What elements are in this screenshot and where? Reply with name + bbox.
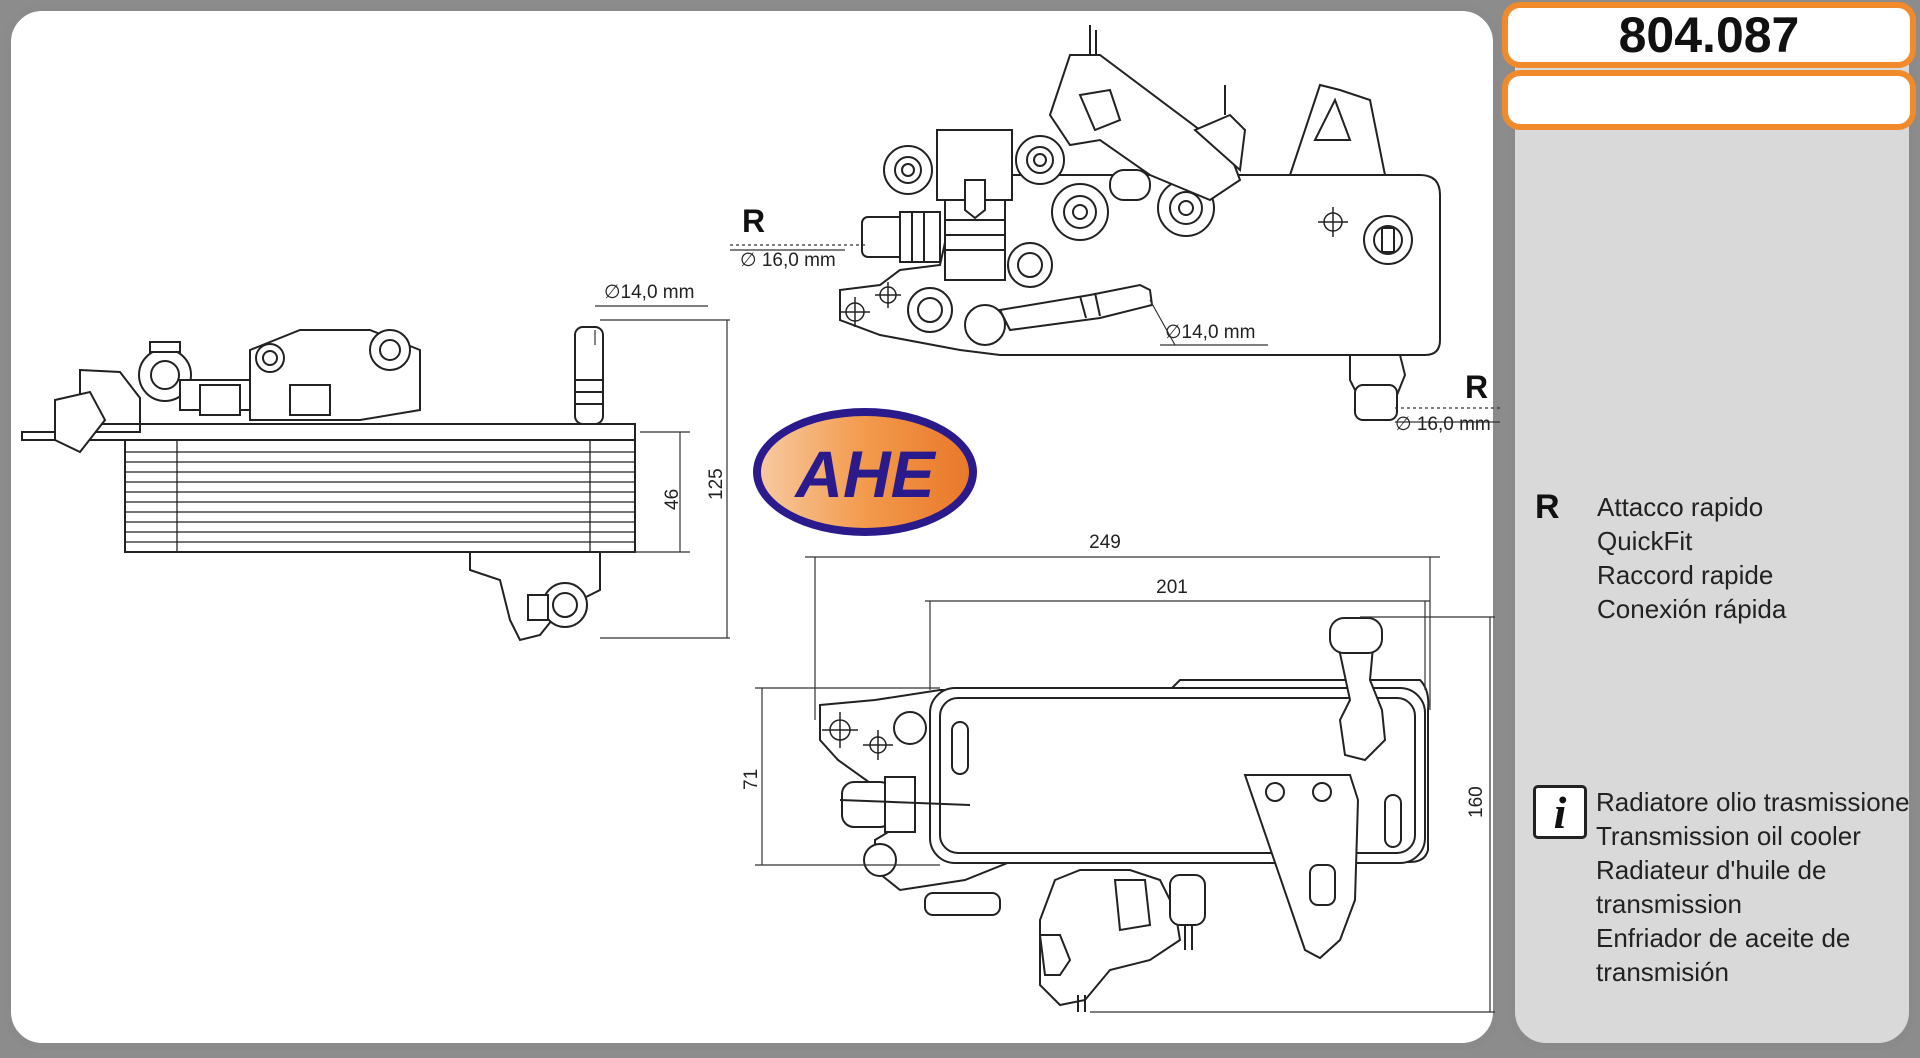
ahe-logo-text: AHE <box>793 437 936 511</box>
technical-drawing: ∅14,0 mm 46 125 <box>21 25 1500 1013</box>
side-view <box>21 326 636 642</box>
legend-line: QuickFit <box>1597 526 1693 556</box>
legend-line: transmission <box>1596 889 1742 919</box>
legend-line: Conexión rápida <box>1597 594 1787 624</box>
part-number: 804.087 <box>1618 7 1800 63</box>
legend-line: Raccord rapide <box>1597 560 1774 590</box>
quickfit-legend: Attacco rapido QuickFit Raccord rapide C… <box>1597 490 1786 626</box>
dim-46: 46 <box>662 489 683 510</box>
dim-125: 125 <box>706 468 727 500</box>
part-number-box: 804.087 <box>1502 2 1916 68</box>
legend-line: Radiatore olio trasmissione <box>1596 787 1910 817</box>
ahe-logo: AHE <box>753 408 977 536</box>
dim-dia-14-side: ∅14,0 mm <box>604 282 694 303</box>
dim-160: 160 <box>1466 786 1487 818</box>
legend-line: Attacco rapido <box>1597 492 1764 522</box>
dim-dia-16-right: ∅ 16,0 mm <box>1395 414 1491 435</box>
quickfit-key: R <box>1535 488 1560 526</box>
dim-dia-14-top: ∅14,0 mm <box>1165 322 1255 343</box>
dim-dia-16-top: ∅ 16,0 mm <box>740 250 836 271</box>
top-view <box>839 25 1441 421</box>
legend-panel <box>1508 4 1916 1050</box>
info-icon: i <box>1533 785 1587 839</box>
empty-info-box <box>1502 70 1916 130</box>
dim-249: 249 <box>1089 532 1121 553</box>
legend-line: Transmission oil cooler <box>1596 821 1861 851</box>
dim-201: 201 <box>1156 577 1188 598</box>
legend-line: Radiateur d'huile de <box>1596 855 1827 885</box>
bottom-view <box>819 617 1430 1012</box>
r-label-top: R <box>742 203 765 239</box>
r-label-right: R <box>1465 369 1488 405</box>
description-legend: Radiatore olio trasmissione Transmission… <box>1596 785 1910 989</box>
legend-line: Enfriador de aceite de <box>1596 923 1851 953</box>
legend-line: transmisión <box>1596 957 1729 987</box>
dim-71: 71 <box>741 769 762 790</box>
